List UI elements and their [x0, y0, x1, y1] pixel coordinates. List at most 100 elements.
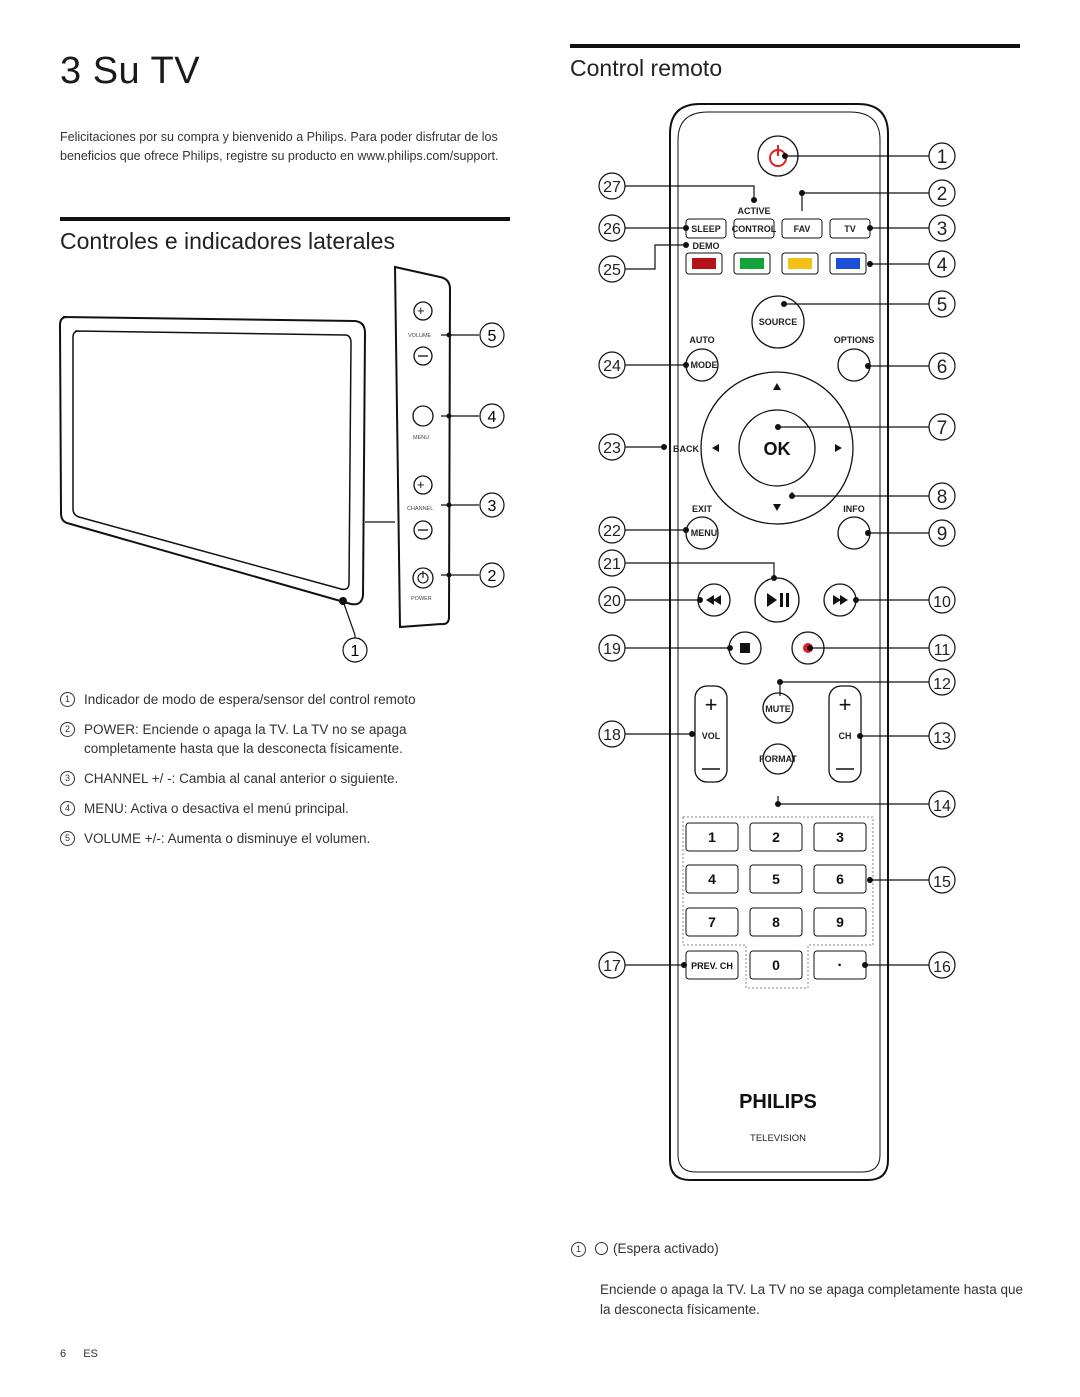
svg-text:AUTO: AUTO: [689, 335, 714, 345]
svg-text:9: 9: [836, 914, 844, 930]
svg-text:4: 4: [937, 255, 948, 276]
digit-button-0: [749, 950, 803, 980]
svg-text:+: +: [705, 692, 718, 717]
blue-key: [836, 258, 860, 269]
svg-text:PREV. CH: PREV. CH: [691, 961, 733, 971]
svg-text:20: 20: [603, 593, 621, 610]
svg-text:EXIT: EXIT: [692, 504, 713, 514]
callout-2: 2: [479, 562, 505, 588]
list-item: 1 Indicador de modo de espera/sensor del…: [60, 690, 520, 709]
remote-callout-16: 16: [928, 951, 956, 979]
page-title: 3 Su TV: [60, 50, 201, 92]
svg-text:22: 22: [603, 523, 621, 540]
svg-text:2: 2: [772, 829, 780, 845]
svg-text:+: +: [417, 303, 425, 318]
svg-text:15: 15: [933, 874, 951, 891]
remote-callout-7: 7: [928, 413, 956, 441]
remote-callout-26: 26: [598, 214, 626, 242]
svg-text:14: 14: [933, 798, 951, 815]
svg-text:MUTE: MUTE: [765, 704, 791, 714]
remote-diagram: ACTIVE SLEEP CONTROL FAV TV DEMO SOURCE …: [598, 103, 956, 1181]
digit-button-5: [749, 864, 803, 894]
remote-callout-12: 12: [928, 668, 956, 696]
standby-icon: [595, 1242, 608, 1255]
callout-1: 1: [342, 637, 368, 663]
svg-text:0: 0: [772, 957, 780, 973]
svg-text:11: 11: [934, 642, 951, 659]
svg-text:+: +: [417, 477, 425, 492]
svg-text:7: 7: [937, 418, 948, 439]
list-item: 3 CHANNEL +/ -: Cambia al canal anterior…: [60, 769, 520, 788]
remote-callout-17: 17: [598, 951, 626, 979]
remote-callout-9: 9: [928, 519, 956, 547]
svg-text:9: 9: [937, 524, 948, 545]
channel-plus-button: [413, 475, 433, 495]
remote-callout-2: 2: [928, 179, 956, 207]
svg-text:18: 18: [603, 727, 621, 744]
section-rule-right: [570, 44, 1020, 48]
callout-5: 5: [479, 322, 505, 348]
svg-text:FAV: FAV: [794, 224, 811, 234]
remote-callout-1: 1: [928, 142, 956, 170]
svg-text:19: 19: [603, 641, 621, 658]
svg-text:POWER: POWER: [411, 596, 432, 602]
svg-text:5: 5: [937, 295, 948, 316]
source-button: [751, 295, 805, 349]
svg-text:VOLUME: VOLUME: [408, 333, 432, 339]
svg-text:ACTIVE: ACTIVE: [737, 206, 770, 216]
svg-text:VOL: VOL: [702, 731, 721, 741]
svg-text:1: 1: [937, 147, 948, 168]
section-rule-left: [60, 217, 510, 221]
svg-text:3: 3: [836, 829, 844, 845]
remote-callout-24: 24: [598, 351, 626, 379]
svg-text:8: 8: [937, 487, 948, 508]
remote-callout-8: 8: [928, 482, 956, 510]
svg-text:1: 1: [708, 829, 716, 845]
language-code: ES: [83, 1348, 98, 1360]
svg-text:12: 12: [933, 676, 951, 693]
svg-text:3: 3: [937, 219, 948, 240]
format-button: [762, 743, 794, 775]
yellow-key: [788, 258, 812, 269]
side-controls-list: 1 Indicador de modo de espera/sensor del…: [60, 690, 520, 859]
svg-text:SOURCE: SOURCE: [759, 317, 798, 327]
volume-plus-button: [413, 301, 433, 321]
side-controls-heading: Controles e indicadores laterales: [60, 228, 395, 254]
list-item: 2 POWER: Enciende o apaga la TV. La TV n…: [60, 720, 420, 758]
svg-text:26: 26: [603, 221, 621, 238]
page-footer: 6 ES: [60, 1348, 98, 1360]
digit-button-1: [685, 822, 739, 852]
svg-text:4: 4: [708, 871, 716, 887]
svg-text:DEMO: DEMO: [693, 241, 720, 251]
svg-text:17: 17: [603, 958, 621, 975]
svg-text:7: 7: [708, 914, 716, 930]
svg-text:MODE: MODE: [691, 360, 718, 370]
remote-callout-11: 11: [928, 634, 956, 662]
tv-screen: [72, 330, 352, 591]
svg-text:PHILIPS: PHILIPS: [739, 1091, 817, 1113]
svg-text:4: 4: [488, 409, 497, 426]
red-key: [692, 258, 716, 269]
svg-text:6: 6: [937, 357, 948, 378]
svg-text:TV: TV: [844, 224, 856, 234]
list-item: 4 MENU: Activa o desactiva el menú princ…: [60, 799, 520, 818]
svg-text:3: 3: [488, 498, 497, 515]
standby-item: 1 (Espera activado): [571, 1240, 719, 1257]
remote-callout-25: 25: [598, 255, 626, 283]
remote-callout-27: 27: [598, 172, 626, 200]
remote-callout-22: 22: [598, 516, 626, 544]
svg-text:10: 10: [933, 594, 951, 611]
svg-text:13: 13: [933, 730, 951, 747]
svg-text:25: 25: [603, 262, 621, 279]
svg-text:TELEVISION: TELEVISION: [750, 1133, 806, 1144]
remote-callout-19: 19: [598, 634, 626, 662]
callout-4: 4: [479, 403, 505, 429]
svg-text:8: 8: [772, 914, 780, 930]
tv-side-panel: [393, 265, 452, 629]
svg-text:·: ·: [837, 957, 842, 974]
svg-text:FORMAT: FORMAT: [759, 754, 797, 764]
remote-callout-10: 10: [928, 586, 956, 614]
svg-text:24: 24: [603, 358, 621, 375]
svg-text:OK: OK: [764, 439, 791, 459]
remote-callout-20: 20: [598, 586, 626, 614]
